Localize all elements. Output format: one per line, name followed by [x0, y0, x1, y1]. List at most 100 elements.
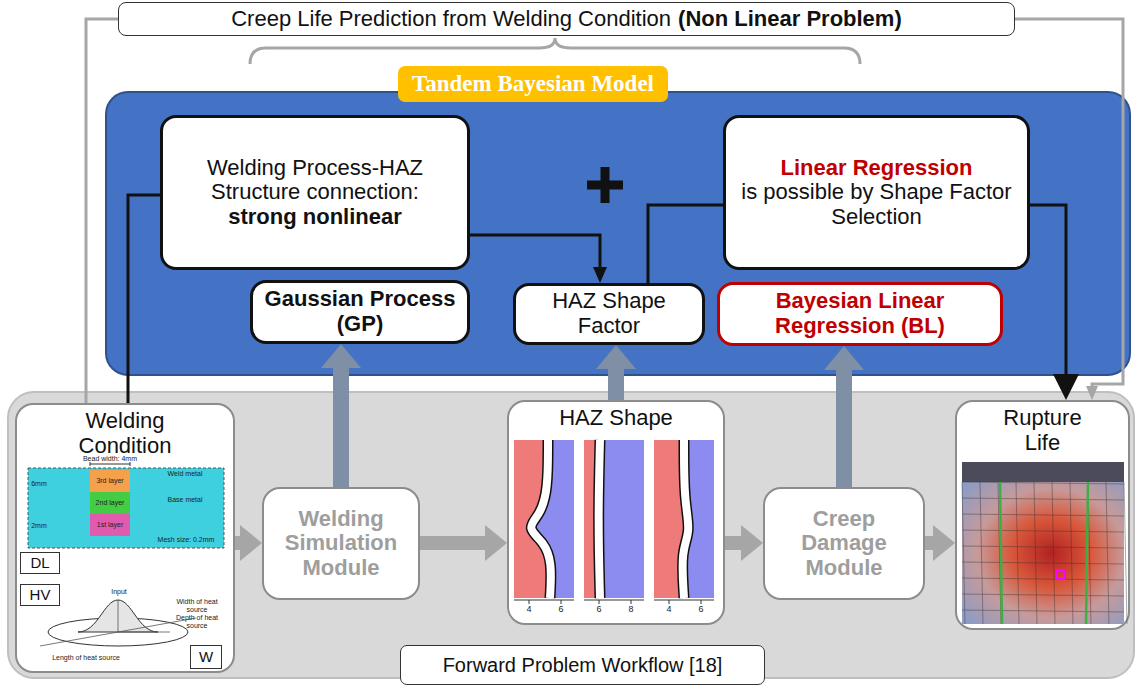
black-connector — [648, 205, 723, 283]
axis-tick-label: 4 — [522, 605, 536, 615]
illustration-label: Input — [104, 588, 134, 596]
box-label: DL — [30, 555, 49, 572]
box-label: HAZ Shape Factor — [526, 289, 692, 338]
feed-arrow — [321, 344, 361, 487]
output-box: Rupture Life — [955, 400, 1130, 630]
weld-region — [654, 440, 714, 598]
axis-tick-label: 4 — [662, 605, 676, 615]
feed-arrow — [596, 345, 636, 400]
module-box: Welding Simulation Module — [262, 487, 420, 600]
box-label: Creep Life Prediction from Welding Condi… — [231, 7, 671, 32]
arrow-head — [240, 525, 262, 561]
parameter-tag: DL — [20, 552, 60, 574]
arrow-head — [824, 346, 864, 370]
feed-arrow — [824, 346, 864, 487]
connector-line — [1030, 205, 1066, 375]
process-box: Welding Process-HAZ Structure connection… — [160, 115, 470, 270]
axis-tick-label: 6 — [554, 605, 568, 615]
dimension-line — [90, 462, 130, 466]
illustration — [509, 402, 723, 623]
axis-line — [40, 600, 196, 646]
box-label: HV — [30, 587, 51, 604]
arrow-head — [596, 345, 636, 369]
box-label: Rupture Life — [988, 406, 1098, 455]
arrow-head — [933, 525, 955, 561]
rupture-point — [1056, 570, 1065, 579]
illustration-label: 3rd layer — [92, 477, 128, 485]
grey-connector — [1015, 19, 1123, 400]
brace — [250, 38, 860, 64]
panel-heading: Forward Problem Workflow [18] — [400, 645, 765, 685]
method-box: Bayesian Linear Regression (BL) — [717, 282, 1003, 346]
result-box: HAZ Shape — [507, 400, 725, 625]
illustration-label: Length of heat source — [40, 654, 132, 662]
arrow-head — [1086, 386, 1098, 400]
panel-fills — [8, 92, 1134, 678]
axis — [584, 600, 644, 604]
problem-box: Creep Life Prediction from Welding Condi… — [118, 2, 1015, 36]
base-metal — [28, 468, 224, 548]
process-box: Linear Regressionis possible by Shape Fa… — [723, 115, 1030, 270]
illustration-label: Width of heat source — [168, 598, 226, 613]
axis — [514, 600, 574, 604]
panel-fill — [8, 392, 1134, 678]
connector-line — [925, 536, 934, 550]
illustration-label: 2nd layer — [92, 499, 128, 507]
weld-region — [584, 440, 644, 598]
black-connector — [470, 235, 607, 283]
flow-arrow — [925, 525, 955, 561]
box-label: Creep Damage Module — [773, 507, 915, 581]
connector-line — [86, 19, 118, 403]
flow-arrow — [235, 525, 262, 561]
connector-line — [1015, 19, 1123, 387]
damage-contour — [962, 482, 1124, 624]
method-box: Gaussian Process (GP) — [250, 280, 470, 344]
layer-1 — [90, 514, 130, 536]
loading-bar — [962, 462, 1124, 482]
module-box: Creep Damage Module — [763, 487, 925, 600]
illustration-label: Bead width: 4mm — [70, 455, 150, 463]
illustration-label: 6mm — [28, 480, 50, 488]
illustration-label: 1st layer — [92, 521, 128, 529]
connector-line — [333, 367, 349, 487]
haz-band — [599, 440, 600, 598]
base-region — [531, 440, 574, 598]
layer-3 — [90, 470, 130, 492]
box-label: Bayesian Linear Regression (BL) — [730, 289, 990, 338]
parameter-tag: HV — [20, 584, 60, 606]
connector-line — [836, 369, 852, 487]
haz-band — [683, 440, 689, 598]
fusion-line — [1000, 482, 1088, 624]
axis-tick-label: 6 — [694, 605, 708, 615]
panel-fill — [106, 92, 1130, 375]
haz-band — [531, 440, 551, 598]
illustration-label: Base metal — [150, 496, 220, 504]
box-label: Welding Condition — [55, 409, 195, 458]
box-label: Gaussian Process (GP) — [263, 287, 457, 336]
haz-outline — [531, 440, 551, 598]
arrow-head — [1053, 374, 1079, 400]
axis-tick-label: 6 — [592, 605, 606, 615]
black-connector — [1030, 205, 1079, 400]
box-label: (Non Linear Problem) — [678, 7, 902, 32]
connector-line — [128, 195, 160, 403]
connector-line — [648, 205, 723, 283]
arrow-head — [593, 267, 607, 283]
connector-line — [470, 235, 600, 268]
black-connector — [128, 195, 160, 403]
box-label: strong nonlinear — [228, 205, 402, 230]
box-label: is possible by Shape Factor Selection — [736, 180, 1017, 229]
connector-line — [608, 368, 624, 400]
connector-line — [725, 536, 742, 550]
box-label: Welding Simulation Module — [272, 507, 410, 581]
base-region — [683, 440, 714, 598]
mesh-grid — [962, 482, 1127, 624]
process-box: HAZ Shape Factor — [513, 283, 705, 345]
box-label: W — [199, 649, 213, 666]
layer-2 — [90, 492, 130, 514]
arrow-head — [485, 525, 507, 561]
illustration-label: Weld metal — [150, 470, 220, 478]
workflow-panel: Forward Problem Workflow [18]Welding Con… — [8, 392, 1134, 678]
box-label: Linear Regression — [781, 156, 973, 181]
